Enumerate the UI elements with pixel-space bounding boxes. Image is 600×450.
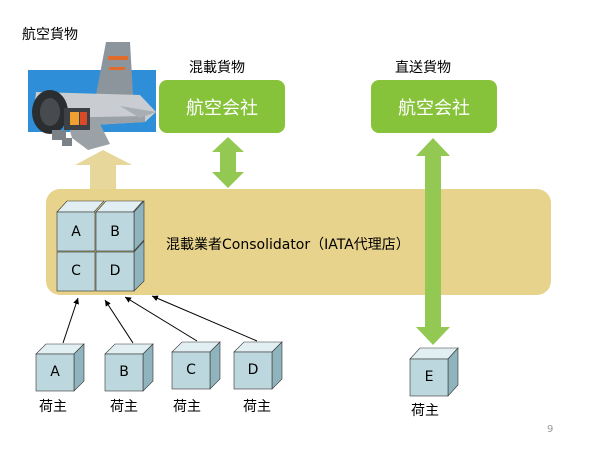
shipper-label-e: 荷主 [411,403,439,419]
shipper-box-d: D [247,362,259,378]
shipper-box-e: E [424,369,434,385]
shipper-label-a: 荷主 [39,399,67,415]
arrow-c [124,296,198,342]
shipper-label-d: 荷主 [243,399,271,415]
direct-cargo-title: 直送貨物 [395,60,451,76]
consolidator-label: 混載業者Consolidator（IATA代理店） [166,237,410,253]
double-arrow-direct [416,138,450,345]
stack-label-b: B [110,224,120,240]
airline-box-consolidated: 航空会社 [159,80,285,133]
shipper-cubes [35,341,459,397]
airline-label: 航空会社 [398,97,470,119]
shipper-label-b: 荷主 [110,399,138,415]
shipper-box-c: C [186,362,196,378]
airline-box-direct: 航空会社 [371,80,497,133]
airline-label: 航空会社 [186,97,258,119]
shipper-box-b: B [119,364,129,380]
double-arrow-consolidated [212,137,244,188]
stack-label-a: A [71,224,81,240]
shipper-label-c: 荷主 [173,399,201,415]
shipper-box-a: A [50,364,60,380]
stack-label-c: C [71,263,81,279]
shipper-arrows [62,295,258,344]
arrow-d [151,295,258,342]
arrow-a [62,297,79,344]
up-arrow [75,150,132,189]
cube-stack [56,200,145,292]
page-number: 9 [547,424,554,435]
consolidated-cargo-title: 混載貨物 [189,60,245,76]
arrow-b [104,299,134,344]
airplane-image [28,42,156,150]
stack-label-d: D [109,263,121,279]
air-cargo-title: 航空貨物 [22,27,78,43]
